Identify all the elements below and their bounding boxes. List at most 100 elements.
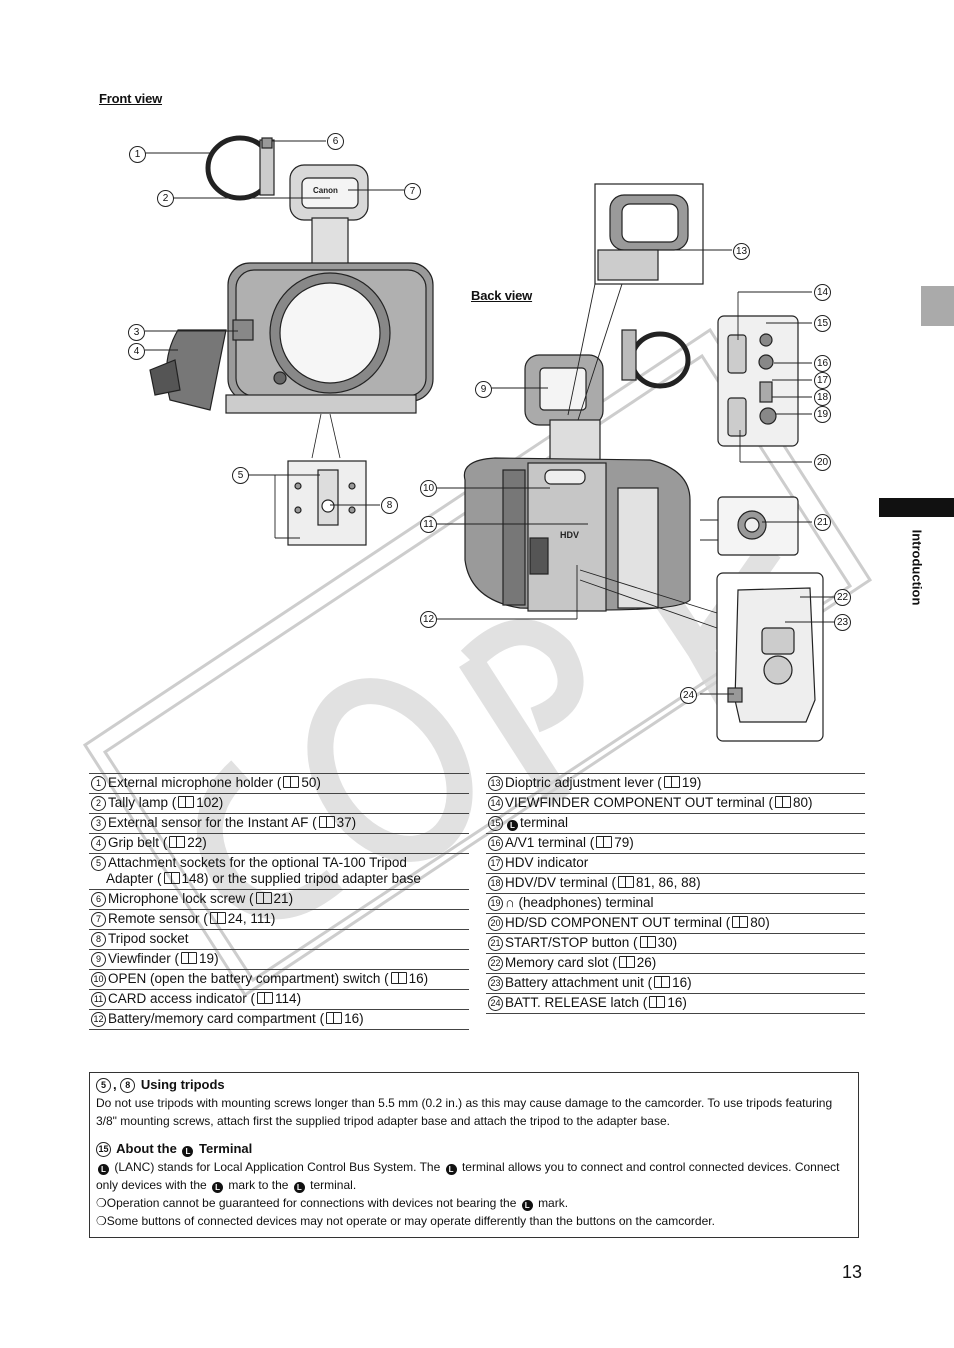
lanc-title-b: Terminal xyxy=(199,1141,253,1156)
part-number: 10 xyxy=(91,972,106,987)
part-label: Grip belt ( xyxy=(108,835,168,850)
book-icon xyxy=(181,952,198,964)
lanc-bullet-2: ❍Some buttons of connected devices may n… xyxy=(96,1214,715,1228)
callout-10: 10 xyxy=(420,480,437,497)
part-number: 1 xyxy=(91,776,106,791)
callout-12: 12 xyxy=(420,611,437,628)
part-label: BATT. RELEASE latch ( xyxy=(505,995,648,1010)
part-label: CARD access indicator ( xyxy=(108,991,256,1006)
part-number: 14 xyxy=(488,796,503,811)
lanc-icon: L xyxy=(182,1146,194,1157)
part-number: 17 xyxy=(488,856,503,871)
callout-1: 1 xyxy=(129,146,146,163)
lanc-heading: 15 About the L Terminal xyxy=(96,1140,852,1158)
page-ref: 79) xyxy=(614,835,634,850)
page-ref: 148) or the supplied tripod adapter base xyxy=(181,871,421,886)
part-label: Tripod socket xyxy=(108,931,189,946)
lanc-icon: L xyxy=(445,1164,457,1175)
part-number: 11 xyxy=(91,992,106,1007)
part-label: OPEN (open the battery compartment) swit… xyxy=(108,971,389,986)
book-icon xyxy=(326,1012,343,1024)
parts-row: 19∩ (headphones) terminal xyxy=(486,893,865,914)
callout-2: 2 xyxy=(157,190,174,207)
book-icon xyxy=(732,916,749,928)
page-ref: 19) xyxy=(199,951,219,966)
part-label: External microphone holder ( xyxy=(108,775,282,790)
part-number: 15 xyxy=(488,816,503,831)
part-number: 2 xyxy=(91,796,106,811)
book-icon xyxy=(178,796,195,808)
lanc-title-a: About the xyxy=(116,1141,177,1156)
svg-text:HDV: HDV xyxy=(560,530,579,540)
back-view-label: Back view xyxy=(471,288,533,303)
page-ref: 114) xyxy=(275,991,302,1006)
callout-15: 15 xyxy=(814,315,831,332)
callout-9: 9 xyxy=(475,381,492,398)
part-label: HDV indicator xyxy=(505,855,589,870)
page-ref: 16) xyxy=(408,971,429,986)
part-label: A/V1 terminal ( xyxy=(505,835,595,850)
page-ref: 81, 86, 88) xyxy=(636,875,701,890)
callout-22: 22 xyxy=(834,589,851,606)
book-icon xyxy=(209,912,226,924)
book-icon xyxy=(257,992,274,1004)
part-number: 12 xyxy=(91,1012,106,1027)
callout-23: 23 xyxy=(834,614,851,631)
lanc-icon: L xyxy=(521,1200,533,1211)
part-number: 13 xyxy=(488,776,503,791)
callout-16: 16 xyxy=(814,355,831,372)
part-label: Tally lamp ( xyxy=(108,795,177,810)
tripods-text: Do not use tripods with mounting screws … xyxy=(96,1096,833,1128)
part-label: Battery attachment unit ( xyxy=(505,975,653,990)
book-icon xyxy=(649,996,666,1008)
part-label: Memory card slot ( xyxy=(505,955,617,970)
part-number: 8 xyxy=(91,932,106,947)
part-number: 4 xyxy=(91,836,106,851)
part-label: Battery/memory card compartment ( xyxy=(108,1011,325,1026)
part-label: (headphones) terminal xyxy=(518,895,654,910)
callout-11: 11 xyxy=(420,516,437,533)
part-label-cont: Adapter ( xyxy=(106,871,162,886)
page-ref: 26) xyxy=(636,955,657,970)
callout-7: 7 xyxy=(404,183,421,200)
book-icon xyxy=(775,796,792,808)
page-ref: 30) xyxy=(657,935,678,950)
part-number: 3 xyxy=(91,816,106,831)
page-ref: 19) xyxy=(681,775,702,790)
tripods-title: Using tripods xyxy=(140,1077,225,1092)
callout-6: 6 xyxy=(327,133,344,150)
part-label: VIEWFINDER COMPONENT OUT terminal ( xyxy=(505,795,774,810)
part-number: 22 xyxy=(488,956,503,971)
part-number: 23 xyxy=(488,976,503,991)
book-icon xyxy=(618,956,635,968)
part-label: terminal xyxy=(520,815,569,830)
lanc-icon: L xyxy=(507,820,518,831)
part-number: 7 xyxy=(91,912,106,927)
page-ref: 16) xyxy=(344,1011,364,1026)
callout-5: 5 xyxy=(232,467,249,484)
part-number: 5 xyxy=(91,856,106,871)
lanc-icon: L xyxy=(293,1182,305,1193)
part-number: 19 xyxy=(488,896,503,911)
page-ref: 37) xyxy=(336,815,357,830)
callout-8: 8 xyxy=(381,497,398,514)
part-number: 24 xyxy=(488,996,503,1011)
book-icon xyxy=(255,892,272,904)
page-ref: 21) xyxy=(273,891,294,906)
book-icon xyxy=(169,836,186,848)
part-number: 9 xyxy=(91,952,106,967)
lanc-icon: L xyxy=(212,1182,224,1193)
tripods-num-a: 5 xyxy=(96,1078,111,1093)
callout-14: 14 xyxy=(814,284,831,301)
